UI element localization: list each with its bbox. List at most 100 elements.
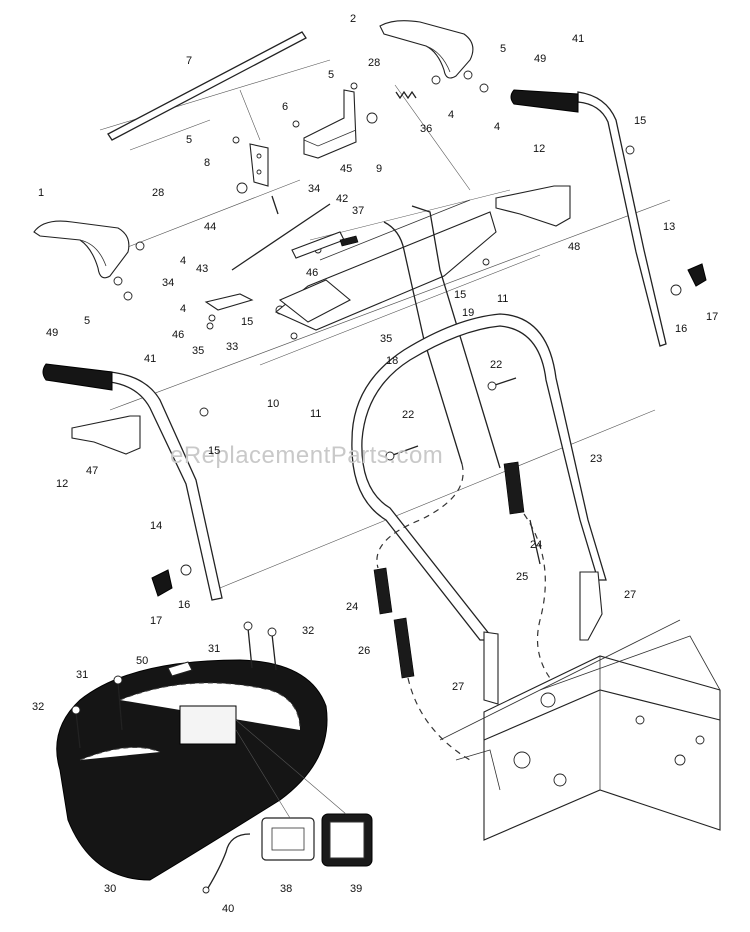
part-22-bolts [385,377,517,461]
part-label-4b: 4 [180,303,186,315]
part-label-22b: 22 [402,409,414,421]
housing-screws [71,621,277,749]
part-40-wire [202,833,251,894]
part-label-28b: 28 [152,187,164,199]
part-2-cover [379,20,474,79]
part-label-43: 43 [196,263,208,275]
watermark-text: eReplacementParts.com [170,442,443,469]
part-label-12a: 12 [533,143,545,155]
part-17-knob-left [151,564,192,597]
part-label-2: 2 [350,13,356,25]
guide-lines [99,59,671,591]
part-label-33: 33 [226,341,238,353]
part-label-12b: 12 [56,478,68,490]
part-label-15d: 15 [208,445,220,457]
part-43-rod [231,195,331,271]
part-label-14: 14 [150,520,162,532]
part-49-grip-right [510,89,579,113]
part-label-11a: 11 [310,408,321,420]
part-label-4a: 4 [180,255,186,267]
part-label-13: 13 [663,221,675,233]
part-label-31b: 31 [76,669,88,681]
part-label-1: 1 [38,187,44,199]
part-label-38: 38 [280,883,292,895]
part-label-48: 48 [568,241,580,253]
part-label-23: 23 [590,453,602,465]
part-45-bracket [303,89,357,159]
part-label-22a: 22 [490,359,502,371]
part-label-30: 30 [104,883,116,895]
part-springs [373,461,541,679]
part-label-36: 36 [420,123,432,135]
part-label-44: 44 [204,221,216,233]
part-label-40: 40 [222,903,234,915]
part-label-41b: 41 [144,353,156,365]
part-49-grip-left [42,363,113,391]
part-47-bracket [71,415,141,455]
panel-assembly [274,199,497,331]
part-label-24a: 24 [530,539,542,551]
part-label-16b: 16 [178,599,190,611]
part-label-50: 50 [136,655,148,667]
part-39-lens [235,719,373,867]
part-label-34a: 34 [308,183,320,195]
part-label-15a: 15 [634,115,646,127]
part-label-27b: 27 [452,681,464,693]
part-label-46a: 46 [306,267,318,279]
part-label-4d: 4 [494,121,500,133]
part-label-18: 18 [386,355,398,367]
part-label-15b: 15 [454,289,466,301]
part-label-35b: 35 [380,333,392,345]
part-14-handle [109,371,223,601]
hardware [113,70,635,417]
part-13-handle [577,91,667,347]
part-label-31a: 31 [208,643,220,655]
part-36-spring [395,90,417,100]
part-7-rod [107,31,307,141]
part-33-plate [204,293,254,311]
part-label-37: 37 [352,205,364,217]
part-label-17b: 17 [150,615,162,627]
part-label-5d: 5 [500,43,506,55]
part-label-27a: 27 [624,589,636,601]
part-8-bracket [249,143,269,187]
frame-housing [439,619,721,841]
part-label-24b: 24 [346,601,358,613]
part-label-42: 42 [336,193,348,205]
part-23-u-handle [351,313,607,705]
part-label-32a: 32 [302,625,314,637]
part-label-11b: 11 [497,293,508,305]
part-label-47: 47 [86,465,98,477]
part-30-housing [56,659,328,881]
part-label-5b: 5 [84,315,90,327]
part-label-8: 8 [204,157,210,169]
part-label-10: 10 [267,398,279,410]
part-label-32b: 32 [32,701,44,713]
part-17-knob-right [670,263,707,296]
part-label-16a: 16 [675,323,687,335]
part-label-26: 26 [358,645,370,657]
part-label-49b: 49 [46,327,58,339]
part-50-clip [167,661,193,677]
part-38-lamp [235,729,315,861]
part-label-28a: 28 [368,57,380,69]
part-label-9: 9 [376,163,382,175]
part-48-bracket [495,185,571,227]
part-label-35a: 35 [192,345,204,357]
part-label-49a: 49 [534,53,546,65]
part-label-6: 6 [282,101,288,113]
part-label-39: 39 [350,883,362,895]
part-label-17a: 17 [706,311,718,323]
cable-paths [376,463,561,761]
part-label-25: 25 [516,571,528,583]
part-label-5c: 5 [328,69,334,81]
part-label-19: 19 [462,307,474,319]
part-label-7: 7 [186,55,192,67]
part-label-41a: 41 [572,33,584,45]
part-label-34b: 34 [162,277,174,289]
part-1-cover [33,220,130,279]
part-label-4c: 4 [448,109,454,121]
part-label-45: 45 [340,163,352,175]
